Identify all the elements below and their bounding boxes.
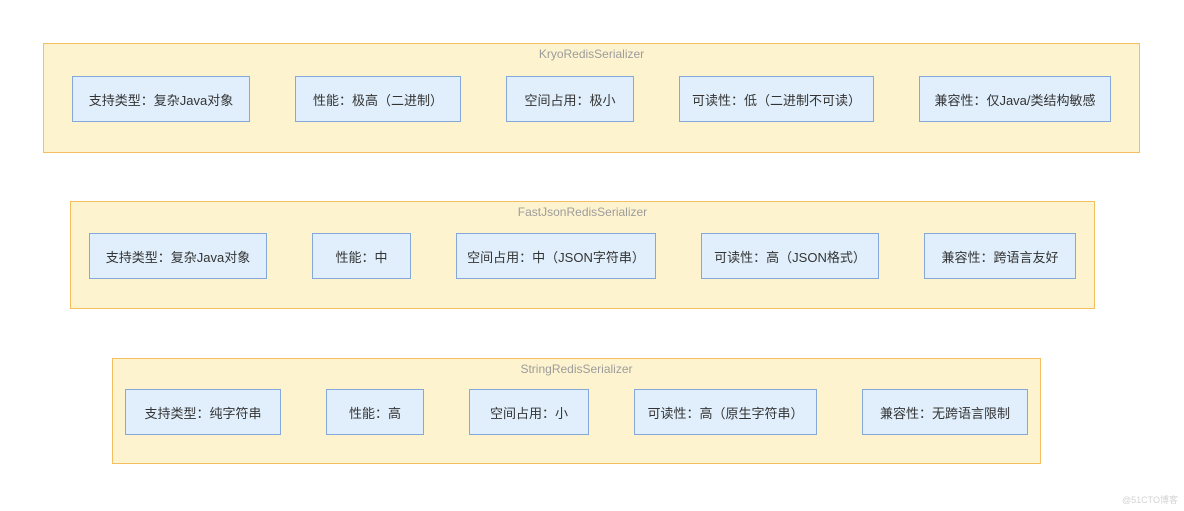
group-title: FastJsonRedisSerializer (517, 205, 648, 219)
node-performance: 性能：中 (312, 233, 411, 279)
group-fastjson-redis-serializer: FastJsonRedisSerializer 支持类型：复杂Java对象 性能… (70, 201, 1095, 309)
node-label: 可读性：高（原生字符串） (647, 405, 804, 421)
node-supported-types: 支持类型：纯字符串 (125, 389, 281, 435)
node-readability: 可读性：低（二进制不可读） (679, 76, 874, 122)
node-label: 性能：高 (348, 405, 401, 421)
node-compatibility: 兼容性：无跨语言限制 (862, 389, 1028, 435)
node-compatibility: 兼容性：跨语言友好 (924, 233, 1076, 279)
node-label: 支持类型：纯字符串 (144, 405, 262, 421)
watermark: @51CTO博客 (1122, 495, 1178, 505)
node-label: 空间占用：极小 (524, 92, 616, 108)
node-label: 可读性：低（二进制不可读） (691, 92, 861, 108)
group-kryo-redis-serializer: KryoRedisSerializer 支持类型：复杂Java对象 性能：极高（… (43, 43, 1140, 153)
node-label: 兼容性：无跨语言限制 (879, 405, 1010, 421)
node-label: 性能：中 (335, 249, 388, 265)
node-space-usage: 空间占用：中（JSON字符串） (456, 233, 656, 279)
node-label: 支持类型：复杂Java对象 (88, 92, 234, 108)
node-label: 空间占用：小 (489, 405, 568, 421)
node-supported-types: 支持类型：复杂Java对象 (72, 76, 250, 122)
node-label: 性能：极高（二进制） (312, 92, 443, 108)
node-performance: 性能：极高（二进制） (295, 76, 461, 122)
node-label: 支持类型：复杂Java对象 (105, 249, 251, 265)
node-space-usage: 空间占用：小 (469, 389, 589, 435)
group-string-redis-serializer: StringRedisSerializer 支持类型：纯字符串 性能：高 空间占… (112, 358, 1041, 464)
group-title: StringRedisSerializer (520, 362, 633, 376)
node-performance: 性能：高 (326, 389, 424, 435)
node-label: 兼容性：跨语言友好 (941, 249, 1059, 265)
node-space-usage: 空间占用：极小 (506, 76, 634, 122)
node-label: 可读性：高（JSON格式） (714, 249, 866, 265)
node-readability: 可读性：高（原生字符串） (634, 389, 817, 435)
group-title: KryoRedisSerializer (538, 47, 645, 61)
node-label: 空间占用：中（JSON字符串） (467, 249, 645, 265)
node-compatibility: 兼容性：仅Java/类结构敏感 (919, 76, 1111, 122)
node-label: 兼容性：仅Java/类结构敏感 (934, 92, 1096, 108)
node-row: 支持类型：复杂Java对象 性能：极高（二进制） 空间占用：极小 可读性：低（二… (44, 76, 1139, 122)
node-supported-types: 支持类型：复杂Java对象 (89, 233, 267, 279)
node-row: 支持类型：复杂Java对象 性能：中 空间占用：中（JSON字符串） 可读性：高… (71, 233, 1094, 279)
node-row: 支持类型：纯字符串 性能：高 空间占用：小 可读性：高（原生字符串） 兼容性：无… (113, 389, 1040, 435)
node-readability: 可读性：高（JSON格式） (701, 233, 879, 279)
